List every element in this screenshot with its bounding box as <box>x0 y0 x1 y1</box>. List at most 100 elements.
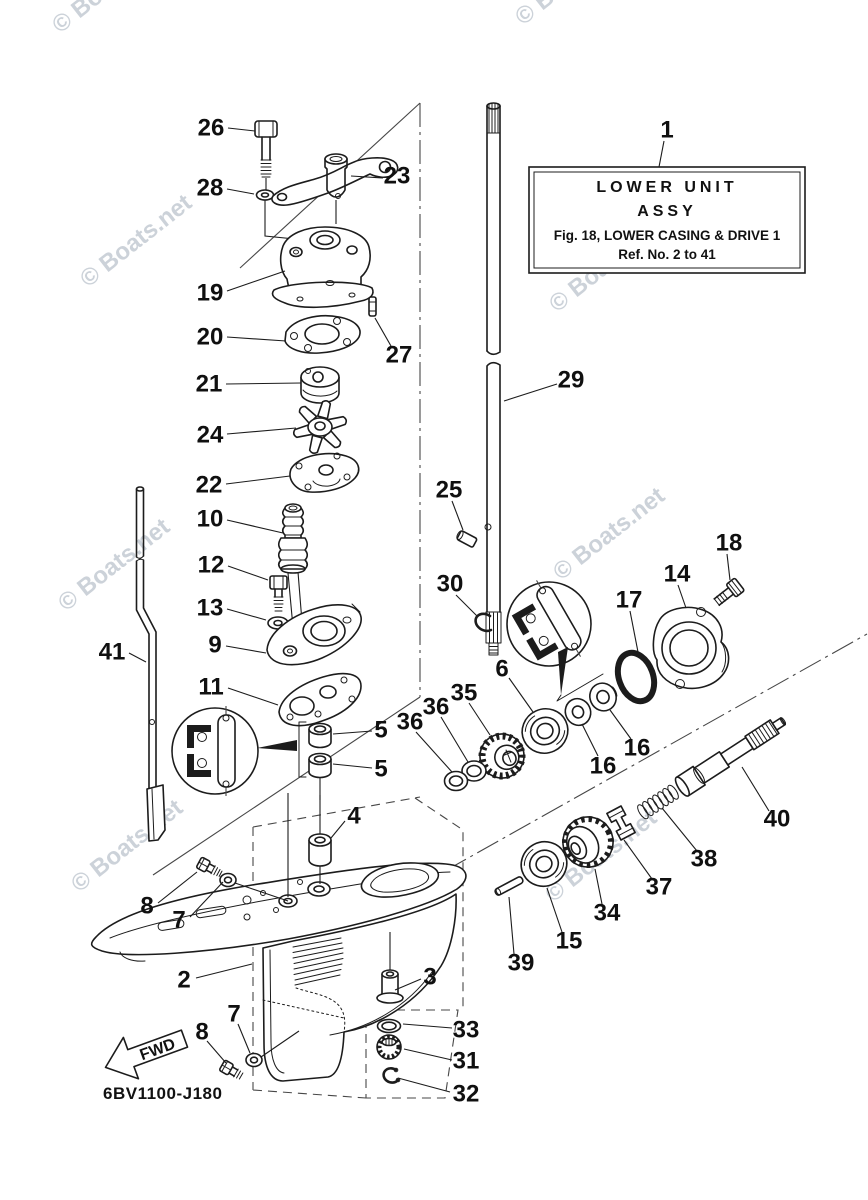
callout-30[interactable]: 30 <box>437 571 464 598</box>
leader-line-38 <box>661 807 698 852</box>
callout-41[interactable]: 41 <box>99 639 126 666</box>
callout-4[interactable]: 4 <box>347 803 361 830</box>
watermark: © Boats.net <box>47 0 169 39</box>
callout-2[interactable]: 2 <box>177 967 190 994</box>
callout-40[interactable]: 40 <box>764 806 791 833</box>
callout-37[interactable]: 37 <box>646 874 673 901</box>
callout-5[interactable]: 5 <box>374 717 387 744</box>
callout-3[interactable]: 3 <box>423 964 436 991</box>
callout-36[interactable]: 36 <box>423 694 450 721</box>
callout-16[interactable]: 16 <box>590 753 617 780</box>
callout-7[interactable]: 7 <box>227 1001 240 1028</box>
callout-24[interactable]: 24 <box>197 422 224 449</box>
callout-32[interactable]: 32 <box>453 1081 480 1108</box>
leader-line-9 <box>225 645 267 654</box>
callout-15[interactable]: 15 <box>556 928 583 955</box>
clamp-bracket <box>271 157 399 206</box>
callout-5[interactable]: 5 <box>374 756 387 783</box>
prop-shaft-40-drawing <box>674 717 787 797</box>
callout-11[interactable]: 11 <box>198 674 223 701</box>
callout-9[interactable]: 9 <box>208 632 221 659</box>
callout-23[interactable]: 23 <box>384 163 411 190</box>
callout-7[interactable]: 7 <box>172 907 185 934</box>
leader-line-27 <box>374 317 392 347</box>
callout-39[interactable]: 39 <box>508 950 535 977</box>
leader-line-25 <box>451 500 464 531</box>
watermark: © Boats.net <box>75 189 197 293</box>
leader-line-1 <box>658 140 665 168</box>
leader-line-29 <box>503 383 558 402</box>
callout-19[interactable]: 19 <box>197 280 224 307</box>
callout-10[interactable]: 10 <box>197 506 224 533</box>
pin-27-drawing <box>368 296 377 317</box>
leader-line-10 <box>226 519 284 534</box>
leader-line-18 <box>726 553 731 581</box>
callout-22[interactable]: 22 <box>196 472 223 499</box>
leader-line-30 <box>455 594 478 617</box>
callout-34[interactable]: 34 <box>594 900 621 927</box>
watermark: © Boats.net <box>66 794 188 898</box>
seal-detail-inset-1 <box>171 706 259 796</box>
callout-28[interactable]: 28 <box>197 175 224 202</box>
leader-line-36 <box>415 731 453 773</box>
leader-line-35 <box>468 702 491 736</box>
bolt-12-drawing <box>269 575 288 612</box>
callout-27[interactable]: 27 <box>386 342 413 369</box>
washer-7-upper-drawing <box>219 872 289 902</box>
leader-line-14 <box>677 584 687 609</box>
callout-8[interactable]: 8 <box>195 1019 208 1046</box>
leader-line-2 <box>195 963 253 979</box>
callout-18[interactable]: 18 <box>716 530 743 557</box>
screw-8-lower-drawing <box>219 1059 244 1080</box>
callout-8[interactable]: 8 <box>140 893 153 920</box>
retaining-clip-30 <box>474 612 493 633</box>
leader-line-16 <box>581 723 599 757</box>
callout-33[interactable]: 33 <box>453 1017 480 1044</box>
pump-housing-19-drawing <box>271 226 374 309</box>
cartridge-21-drawing <box>300 366 340 404</box>
callout-29[interactable]: 29 <box>558 367 585 394</box>
lower-casing-2-drawing <box>90 862 467 1082</box>
washer-33-drawing <box>376 1018 402 1034</box>
leader-line-7 <box>189 881 224 918</box>
leader-line-5 <box>332 763 373 769</box>
watermark-layer: © Boats.net © Boats.net © Boats.net © Boats… <box>47 0 670 908</box>
watermark: © Boats.net <box>510 0 632 31</box>
callout-16[interactable]: 16 <box>624 735 651 762</box>
bearing-6-drawing <box>521 708 569 754</box>
circlip-32-drawing <box>382 1067 401 1084</box>
detail-pointer-left <box>257 740 297 751</box>
title-line-1: LOWER UNIT <box>596 179 737 196</box>
callout-14[interactable]: 14 <box>664 561 691 588</box>
washer-7-lower-drawing <box>245 1030 300 1068</box>
callout-38[interactable]: 38 <box>691 846 718 873</box>
callout-6[interactable]: 6 <box>495 656 508 683</box>
screw-8-upper-drawing <box>196 856 223 877</box>
leader-line-40 <box>741 766 770 812</box>
callout-31[interactable]: 31 <box>453 1048 480 1075</box>
callout-13[interactable]: 13 <box>197 595 224 622</box>
seal-detail-inset-2 <box>506 580 604 702</box>
callout-12[interactable]: 12 <box>198 552 225 579</box>
leader-line-4 <box>330 820 346 839</box>
callout-21[interactable]: 21 <box>196 371 223 398</box>
bearing-cap-14-drawing <box>652 606 730 690</box>
o-ring-17-drawing <box>614 649 658 705</box>
leader-line-39 <box>508 896 515 955</box>
callout-35[interactable]: 35 <box>451 680 478 707</box>
leader-line-11 <box>227 687 279 706</box>
callout-17[interactable]: 17 <box>616 587 643 614</box>
callout-20[interactable]: 20 <box>197 324 224 351</box>
callout-25[interactable]: 25 <box>436 477 463 504</box>
leader-line-28 <box>226 188 255 195</box>
callout-36[interactable]: 36 <box>397 709 424 736</box>
leader-line-13 <box>226 608 267 621</box>
thrust-washer-36-upper-drawing <box>461 760 487 782</box>
callout-1[interactable]: 1 <box>660 117 673 144</box>
callout-26[interactable]: 26 <box>198 115 225 142</box>
title-line-3: Fig. 18, LOWER CASING & DRIVE 1 <box>554 228 781 243</box>
gasket-11-drawing <box>278 672 362 727</box>
leader-line-3 <box>394 978 422 991</box>
leader-line-8 <box>206 1040 227 1064</box>
